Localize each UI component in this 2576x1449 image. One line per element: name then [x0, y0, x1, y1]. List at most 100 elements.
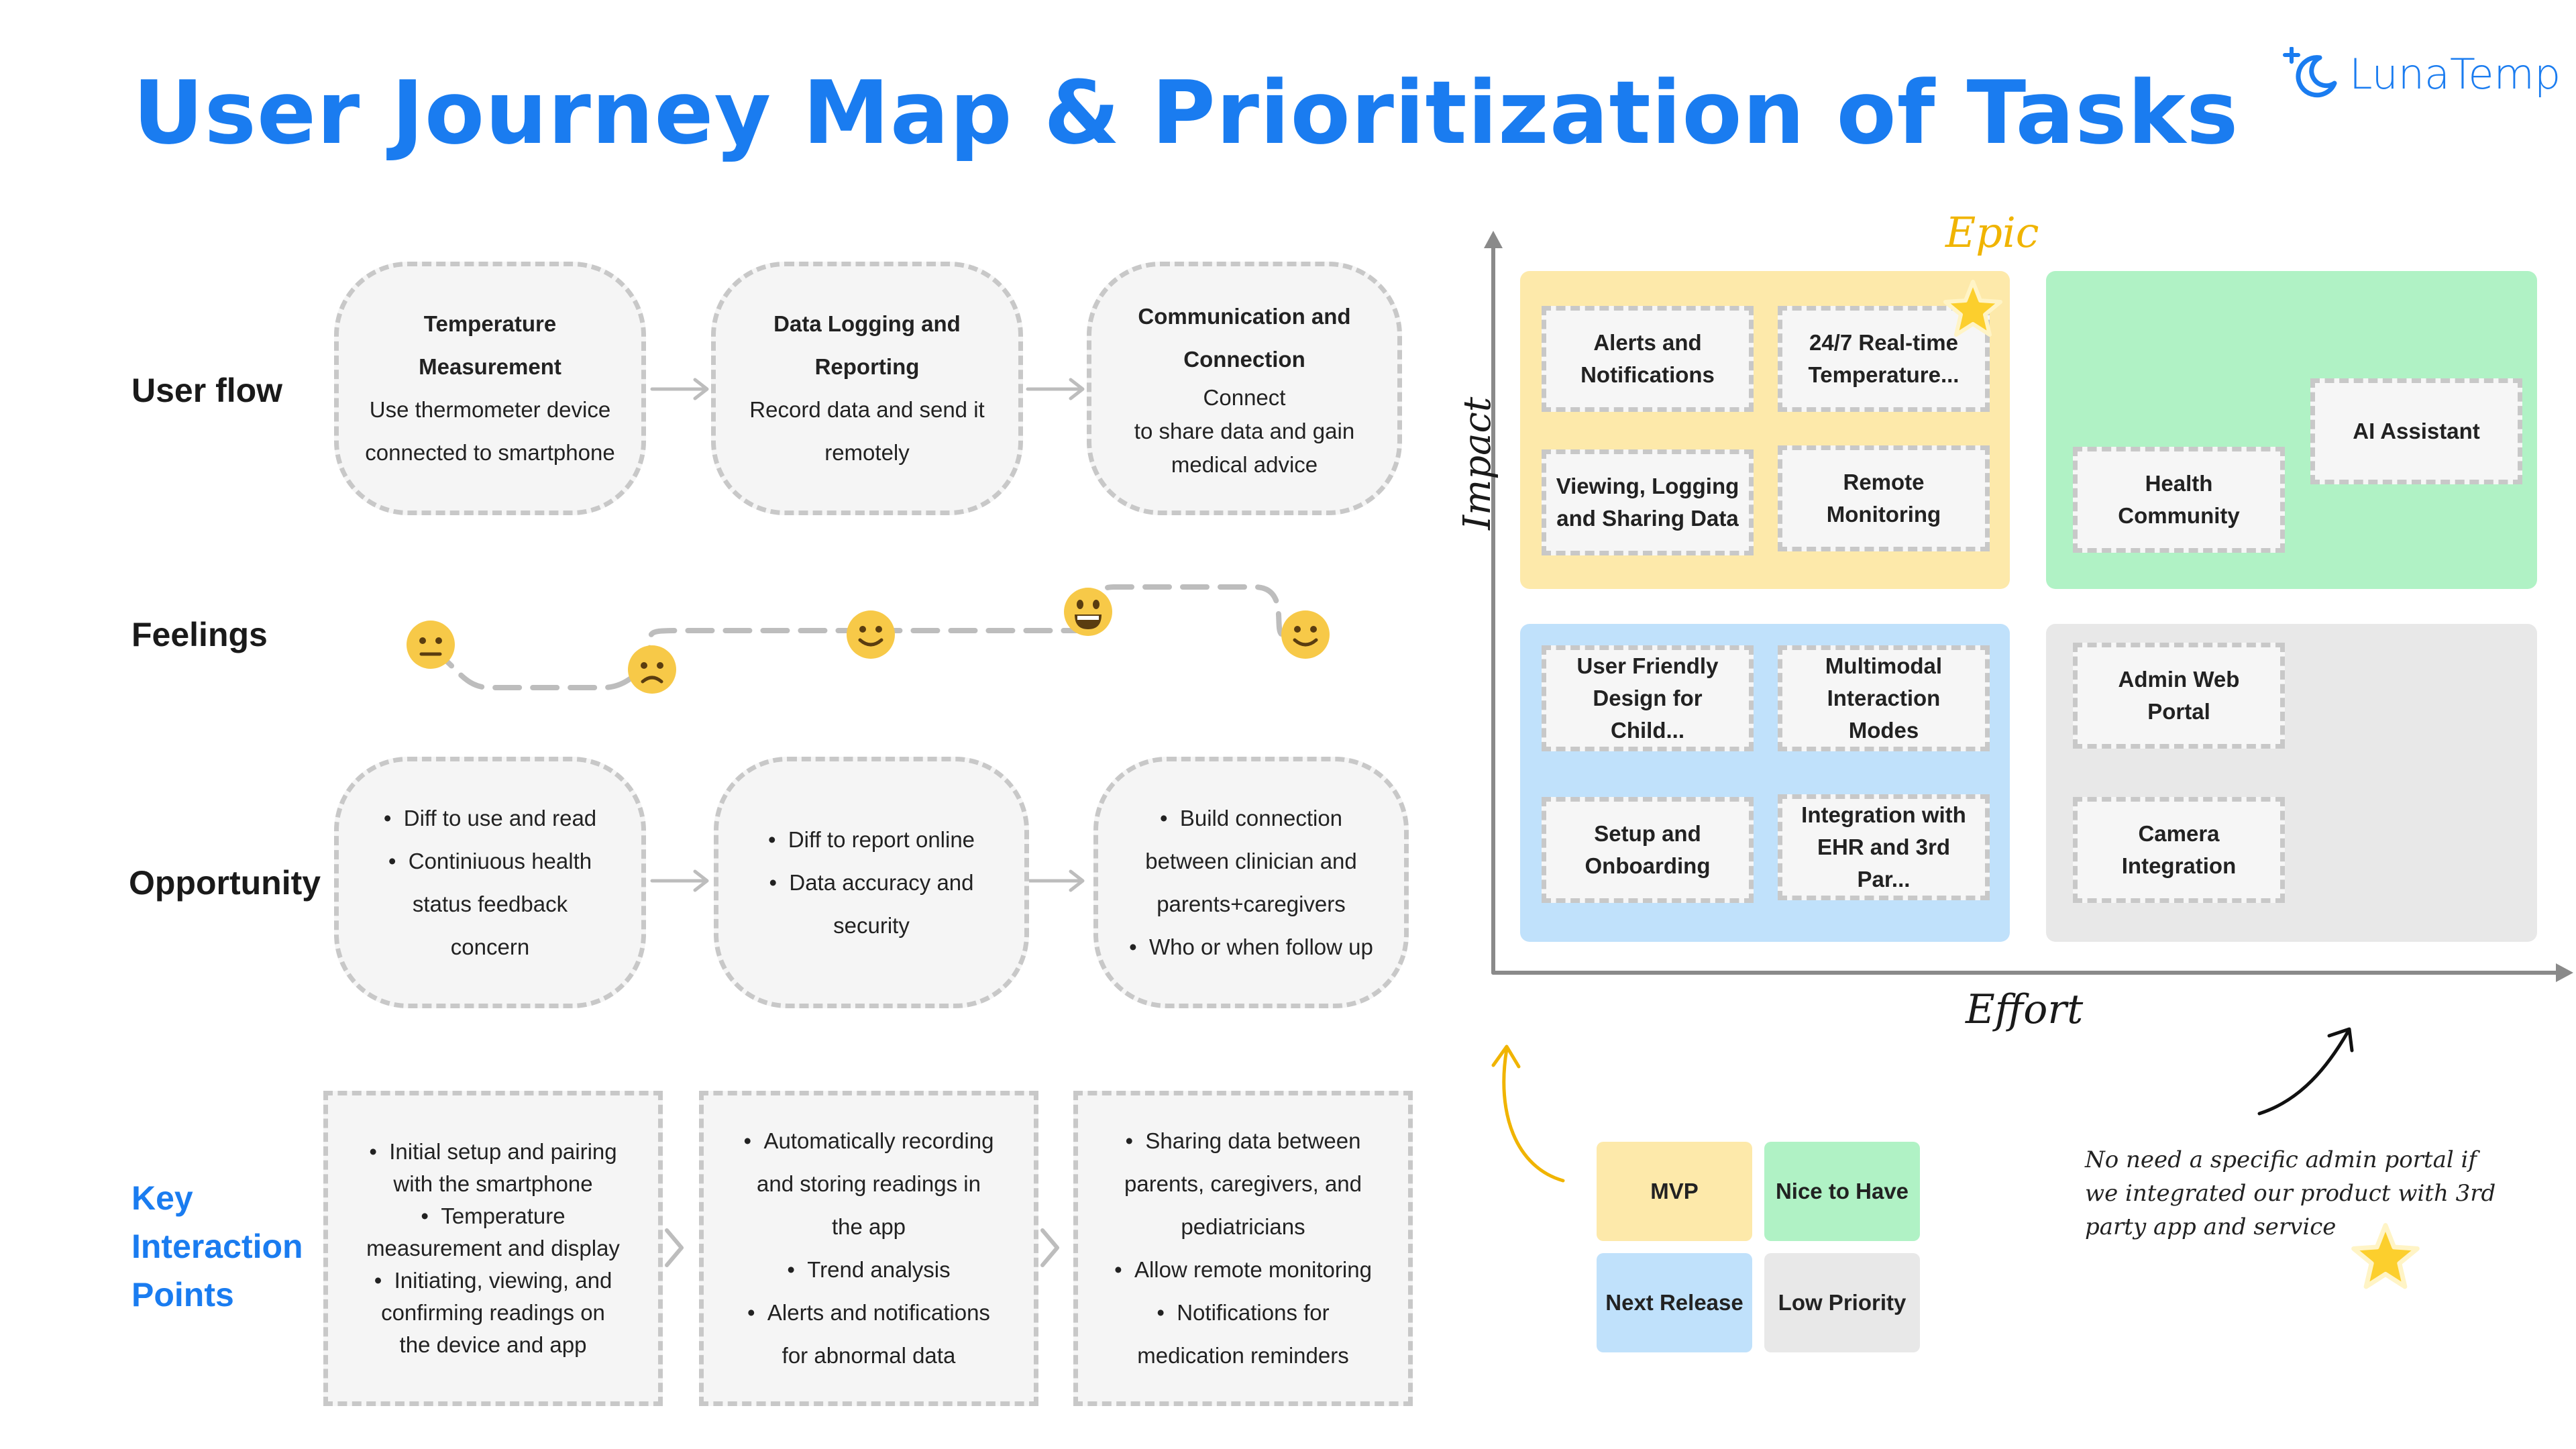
row-label-key-line: Key	[131, 1179, 193, 1217]
row-label-key-line: Interaction	[131, 1228, 303, 1265]
chevron-right-icon	[665, 1228, 684, 1267]
epic-label: Epic	[1945, 208, 2039, 257]
key-item-cont: parents, caregivers, and	[1124, 1171, 1362, 1196]
key-item: • Sharing data between	[1125, 1128, 1361, 1153]
star-icon	[1943, 280, 2002, 337]
step-text: connected to smartphone	[365, 440, 615, 465]
key-item: • Notifications for	[1157, 1300, 1330, 1325]
chevron-right-icon	[1040, 1228, 1059, 1267]
opportunity-item-cont: security	[833, 912, 910, 938]
key-item: • Allow remote monitoring	[1114, 1257, 1372, 1282]
opportunity-card: Diff to use and read Continiuous health …	[334, 757, 646, 1008]
row-label-opportunity: Opportunity	[129, 864, 321, 902]
task-card[interactable]: Camera Integration	[2073, 797, 2285, 903]
arrow-up-icon	[1484, 231, 1503, 248]
page-title: User Journey Map & Prioritization of Tas…	[133, 62, 2239, 164]
legend-next-release: Next Release	[1597, 1253, 1752, 1352]
step-title: Measurement	[419, 354, 561, 379]
task-card[interactable]: Viewing, Logging and Sharing Data	[1542, 449, 1754, 555]
row-label-user-flow: User flow	[131, 372, 283, 409]
key-item-cont: confirming readings on	[381, 1300, 605, 1325]
row-label-key-line: Points	[131, 1276, 234, 1313]
key-item-cont: with the smartphone	[393, 1171, 593, 1196]
task-card[interactable]: Setup and Onboarding	[1542, 797, 1754, 903]
key-interaction-card: • Initial setup and pairing with the sma…	[323, 1091, 663, 1406]
opportunity-item: Diff to report online	[768, 818, 975, 861]
legend-nice-to-have: Nice to Have	[1764, 1142, 1920, 1241]
arrow-right-icon	[1026, 869, 1085, 892]
arrow-right-icon	[650, 378, 709, 400]
step-text: to share data and gain	[1134, 419, 1355, 443]
opportunity-item: Diff to use and read	[384, 797, 596, 840]
key-item-cont: measurement and display	[366, 1236, 620, 1260]
task-card[interactable]: Alerts and Notifications	[1542, 306, 1754, 412]
curved-arrow-icon	[1491, 1044, 1565, 1183]
opportunity-item-cont: between clinician and	[1145, 848, 1357, 873]
step-title: Connection	[1183, 347, 1305, 372]
arrow-right-icon	[650, 869, 709, 892]
opportunity-item: Build connection	[1160, 797, 1342, 840]
key-item-cont: for abnormal data	[782, 1343, 956, 1368]
user-flow-step: Data Logging and Reporting Record data a…	[711, 262, 1023, 515]
opportunity-item-cont: parents+caregivers	[1157, 891, 1346, 916]
opportunity-card: Build connection between clinician and p…	[1093, 757, 1409, 1008]
note-line: No need a specific admin portal if	[2085, 1146, 2477, 1173]
y-axis-label: Impact	[1456, 396, 1499, 530]
task-card[interactable]: Integration with EHR and 3rd Par...	[1778, 794, 1990, 900]
task-card[interactable]: Health Community	[2073, 447, 2285, 553]
curved-arrow-icon	[2257, 1027, 2354, 1116]
step-title: Reporting	[814, 354, 920, 379]
step-text: Connect	[1203, 385, 1286, 410]
flow-arrows	[650, 378, 1085, 892]
star-icon	[2351, 1223, 2420, 1289]
frowning-face-icon	[628, 645, 676, 694]
feelings-curve	[430, 584, 1284, 690]
key-item-cont: pediatricians	[1181, 1214, 1305, 1239]
step-text: Use thermometer device	[369, 397, 611, 422]
legend-mvp: MVP	[1597, 1142, 1752, 1241]
smiling-face-icon	[1281, 610, 1330, 659]
arrow-right-icon	[1026, 378, 1085, 400]
task-card[interactable]: 24/7 Real-time Temperature...	[1778, 306, 1990, 412]
task-card[interactable]: AI Assistant	[2310, 378, 2522, 484]
step-title: Data Logging and	[773, 311, 961, 336]
note-line: party app and service	[2085, 1214, 2337, 1240]
neutral-face-icon	[407, 621, 455, 669]
x-axis-label: Effort	[1966, 986, 2084, 1033]
opportunity-item: Data accuracy and	[768, 861, 975, 904]
task-card[interactable]: Multimodal Interaction Modes	[1778, 645, 1990, 751]
task-card[interactable]: User Friendly Design for Child...	[1542, 645, 1754, 751]
opportunity-item: Who or when follow up	[1129, 926, 1373, 969]
key-item-cont: the app	[831, 1214, 906, 1239]
key-item: • Trend analysis	[787, 1257, 951, 1282]
opportunity-item-cont: concern	[450, 934, 530, 959]
row-label-feelings: Feelings	[131, 616, 268, 653]
moon-sparkle-icon	[2283, 47, 2337, 98]
matrix-axes	[1484, 231, 2573, 982]
user-flow-step: Temperature Measurement Use thermometer …	[334, 262, 646, 515]
key-arrows	[665, 1228, 1059, 1267]
key-item: • Initiating, viewing, and	[374, 1268, 612, 1293]
key-item: • Alerts and notifications	[747, 1300, 990, 1325]
note-line: we integrated our product with 3rd	[2085, 1180, 2496, 1207]
brand-name: LunaTemp	[2349, 49, 2561, 99]
task-card[interactable]: Admin Web Portal	[2073, 643, 2285, 749]
key-item-cont: medication reminders	[1137, 1343, 1349, 1368]
user-flow-step: Communication and Connection Connect to …	[1087, 262, 1402, 515]
grinning-face-icon	[1064, 588, 1112, 636]
legend-low-priority: Low Priority	[1764, 1253, 1920, 1352]
opportunity-card: Diff to report online Data accuracy and …	[714, 757, 1029, 1008]
key-item-cont: the device and app	[399, 1332, 587, 1357]
step-title: Communication and	[1138, 304, 1351, 329]
opportunity-item: Continiuous health	[384, 840, 596, 883]
key-interaction-card: • Automatically recording and storing re…	[699, 1091, 1038, 1406]
arrow-right-icon	[2556, 963, 2573, 982]
step-title: Temperature	[423, 311, 557, 336]
task-card[interactable]: Remote Monitoring	[1778, 445, 1990, 551]
brand-logo: LunaTemp	[2281, 47, 2561, 101]
key-item: • Initial setup and pairing	[369, 1139, 617, 1164]
key-item-cont: and storing readings in	[757, 1171, 981, 1196]
row-label-key-interaction: Key Interaction Points	[131, 1174, 303, 1319]
annotation-note: No need a specific admin portal if we in…	[2085, 1143, 2555, 1244]
step-text: medical advice	[1171, 452, 1318, 477]
